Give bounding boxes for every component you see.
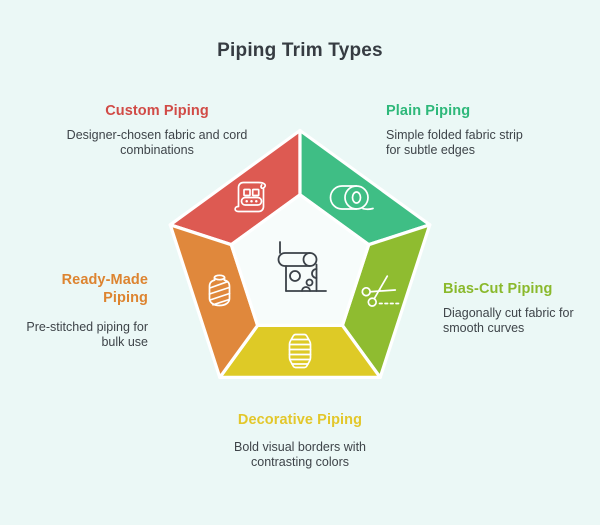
label-decorative-piping: Decorative Piping Bold visual borders wi… [212,411,388,469]
label-ready-made-piping: Ready-Made Piping Pre-stitched piping fo… [20,271,148,349]
custom-piping-description: Designer-chosen fabric and cord combinat… [66,128,248,157]
decorative-piping-heading: Decorative Piping [237,412,363,428]
label-custom-piping: Custom Piping Designer-chosen fabric and… [62,102,252,157]
patterned-fabric-icon [234,181,267,213]
custom-piping-heading: Custom Piping [105,103,209,119]
thread-spool-icon [208,274,231,307]
label-bias-cut-piping: Bias-Cut Piping Diagonally cut fabric fo… [443,280,600,335]
ready-made-piping-description: Pre-stitched piping for bulk use [26,320,148,349]
plain-piping-description: Simple folded fabric strip for subtle ed… [386,128,523,157]
ready-made-piping-heading: Ready-Made Piping [61,272,148,306]
page-title: Piping Trim Types [217,40,383,61]
plain-piping-heading: Plain Piping [386,103,471,119]
scissors-icon [361,275,400,307]
label-plain-piping: Plain Piping Simple folded fabric strip … [386,102,526,157]
fabric-bolt-icon [277,241,327,292]
tape-roll-icon [329,185,374,211]
inner-pentagon [229,193,371,327]
bias-cut-piping-description: Diagonally cut fabric for smooth curves [443,306,574,335]
bias-cut-piping-heading: Bias-Cut Piping [443,281,553,297]
decorative-piping-description: Bold visual borders with contrasting col… [233,440,366,469]
thread-bobbin-icon [288,333,312,369]
